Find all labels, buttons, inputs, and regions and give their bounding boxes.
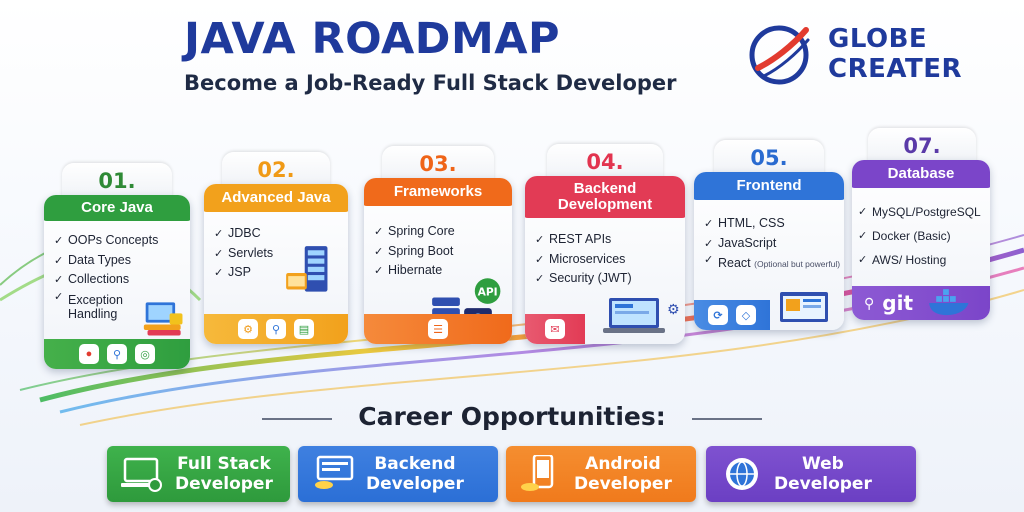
step-footer: ⚙ ⚲ ▤	[204, 314, 348, 344]
step-topic-list: MySQL/PostgreSQL Docker (Basic) AWS/ Hos…	[858, 200, 981, 272]
document-icon: ▤	[294, 319, 314, 339]
step-card: Frameworks Spring Core Spring Boot Hiber…	[364, 178, 512, 344]
server-icon	[315, 455, 354, 489]
step-footer: ⚲ git	[852, 286, 990, 320]
database-icon: ☰	[428, 319, 448, 339]
topic-item: Docker (Basic)	[858, 224, 981, 248]
step-topic-list: JDBC Servlets JSP	[214, 224, 273, 283]
step-number: 07.	[903, 134, 941, 158]
page-title: JAVA ROADMAP	[184, 14, 561, 64]
step-footer: ● ⚲ ◎	[44, 339, 190, 369]
step-card: Advanced Java JDBC Servlets JSP ⚙ ⚲ ▤	[204, 184, 348, 344]
step-topic-list: REST APIs Microservices Security (JWT)	[535, 230, 632, 289]
step-title: Frameworks	[364, 178, 512, 206]
books-laptop-icon	[143, 302, 183, 336]
career-title: Career Opportunities:	[358, 402, 666, 431]
topic-item: Data Types	[54, 251, 158, 271]
laptop-gear-icon	[121, 457, 162, 492]
step-number: 01.	[98, 169, 136, 193]
career-label: Backend Developer	[366, 454, 464, 494]
career-android-developer[interactable]: Android Developer	[506, 446, 696, 502]
career-label: Android Developer	[574, 454, 672, 494]
career-divider-left	[262, 418, 332, 420]
topic-item: REST APIs	[535, 230, 632, 250]
career-full-stack-developer[interactable]: Full Stack Developer	[107, 446, 290, 502]
topic-item: React (Optional but powerful)	[704, 253, 840, 271]
step-backend-development[interactable]: 04. Backend Development REST APIs Micros…	[525, 144, 685, 344]
search-icon: ⚲	[266, 319, 286, 339]
phone-icon	[521, 455, 554, 491]
globe-icon	[726, 458, 758, 490]
step-title: Frontend	[694, 172, 844, 200]
step-title: Database	[852, 160, 990, 188]
topic-note: (Optional but powerful)	[754, 259, 841, 269]
code-icon: ⟳	[708, 305, 728, 325]
topic-item: Hibernate	[374, 261, 455, 281]
step-advanced-java[interactable]: 02. Advanced Java JDBC Servlets JSP ⚙ ⚲ …	[204, 152, 348, 344]
docker-icon	[929, 289, 969, 316]
browser-icon	[780, 292, 828, 322]
topic-item: JDBC	[214, 224, 273, 244]
topic-item: Microservices	[535, 250, 632, 270]
topic-item: MySQL/PostgreSQL	[858, 200, 981, 224]
brand-logo: GLOBE CREATER	[744, 14, 974, 94]
topic-item: HTML, CSS	[704, 214, 840, 234]
step-frameworks[interactable]: 03. Frameworks Spring Core Spring Boot H…	[364, 146, 512, 344]
career-label: Full Stack Developer	[175, 454, 273, 494]
globe-icon	[749, 25, 810, 85]
gear-icon: ⚙	[667, 302, 680, 318]
topic-item: JavaScript	[704, 234, 840, 254]
topic-item: Spring Boot	[374, 242, 455, 262]
logo-text-line2: CREATER	[828, 54, 962, 84]
step-title: Advanced Java	[204, 184, 348, 212]
step-footer: ✉	[525, 314, 585, 344]
topic-item: Collections	[54, 270, 158, 290]
topic-item: Servlets	[214, 244, 273, 264]
topic-item: AWS/ Hosting	[858, 248, 981, 272]
mail-icon: ✉	[545, 319, 565, 339]
chart-icon: ●	[79, 344, 99, 364]
step-frontend[interactable]: 05. Frontend HTML, CSS JavaScript React …	[694, 140, 844, 330]
git-icon: ⚲	[864, 294, 875, 311]
step-core-java[interactable]: 01. Core Java OOPs Concepts Data Types C…	[44, 163, 190, 369]
step-card: Database MySQL/PostgreSQL Docker (Basic)…	[852, 160, 990, 320]
step-title: Core Java	[44, 195, 190, 221]
step-number: 04.	[586, 150, 624, 174]
logo-text-line1: GLOBE	[828, 24, 928, 54]
page-subtitle: Become a Job-Ready Full Stack Developer	[184, 71, 677, 95]
step-number: 05.	[750, 146, 788, 170]
laptop-icon: ⚙	[603, 298, 680, 333]
step-number: 03.	[419, 152, 457, 176]
step-footer: ☰	[364, 314, 512, 344]
step-topic-list: OOPs Concepts Data Types Collections Exc…	[54, 231, 158, 321]
step-number: 02.	[257, 158, 295, 182]
step-title: Backend Development	[525, 176, 685, 218]
search-icon: ⚲	[107, 344, 127, 364]
target-icon: ◎	[135, 344, 155, 364]
server-icon	[286, 246, 328, 292]
step-card: Frontend HTML, CSS JavaScript React (Opt…	[694, 172, 844, 330]
career-backend-developer[interactable]: Backend Developer	[298, 446, 498, 502]
step-topic-list: HTML, CSS JavaScript React (Optional but…	[704, 214, 840, 271]
career-label: Web Developer	[774, 454, 872, 494]
topic-item: JSP	[214, 263, 273, 283]
api-label: API	[478, 285, 498, 298]
topic-item: OOPs Concepts	[54, 231, 158, 251]
topic-item: Security (JWT)	[535, 269, 632, 289]
topic-item: Spring Core	[374, 222, 455, 242]
career-web-developer[interactable]: Web Developer	[706, 446, 916, 502]
step-card: Backend Development REST APIs Microservi…	[525, 176, 685, 344]
git-badge: git	[882, 291, 913, 315]
step-footer: ⟳ ◇	[694, 300, 770, 330]
gear-icon: ⚙	[238, 319, 258, 339]
step-database[interactable]: 07. Database MySQL/PostgreSQL Docker (Ba…	[852, 128, 990, 320]
css-icon: ◇	[736, 305, 756, 325]
topic-item: Exception Handling	[54, 290, 132, 321]
step-topic-list: Spring Core Spring Boot Hibernate	[374, 222, 455, 281]
career-divider-right	[692, 418, 762, 420]
step-card: Core Java OOPs Concepts Data Types Colle…	[44, 195, 190, 369]
